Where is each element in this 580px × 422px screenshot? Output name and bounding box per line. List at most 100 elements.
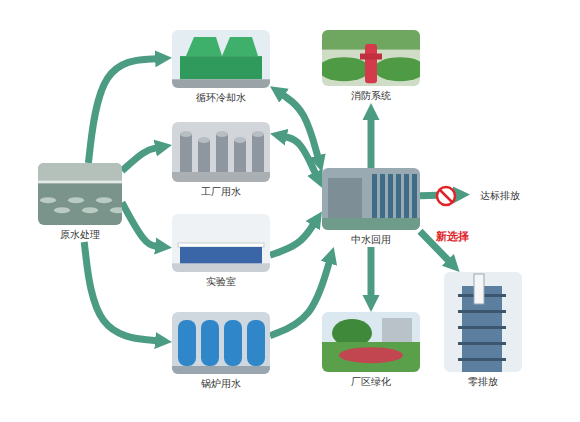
photo-node: 锅炉用水 (172, 312, 270, 391)
photo-node: 实验室 (172, 214, 270, 289)
foam (40, 197, 56, 203)
foam (54, 207, 70, 213)
bush (322, 57, 370, 81)
rack (328, 178, 362, 218)
tank (180, 134, 192, 172)
flow-arrow (270, 261, 329, 335)
hall (172, 122, 270, 182)
platform (458, 358, 506, 361)
tank-top (252, 131, 264, 137)
no-entry-slash (440, 190, 452, 202)
tank-top (216, 131, 228, 137)
photo-node: 原水处理 (38, 163, 122, 242)
water-surface (38, 163, 122, 225)
evaporator (474, 274, 484, 304)
membrane-tube (372, 174, 377, 218)
sky (322, 312, 420, 372)
photo-node: 消防系统 (322, 30, 420, 103)
node-label: 中水回用 (322, 233, 420, 247)
photo-node: 零排放 (444, 272, 522, 389)
membrane-tube (412, 174, 417, 218)
tank (247, 320, 265, 366)
node-label: 循环冷却水 (172, 91, 270, 105)
node-label: 实验室 (172, 275, 270, 289)
floor (322, 218, 420, 230)
photo-illustration (172, 122, 270, 182)
flow-arrow (122, 148, 157, 171)
tank-top (234, 137, 246, 143)
bench-top (178, 243, 264, 247)
flow-arrow (270, 224, 314, 255)
floor (172, 366, 270, 374)
text-node: 达标排放 (470, 186, 530, 203)
photo-illustration (38, 163, 122, 225)
flow-arrow (88, 59, 157, 163)
tank (216, 134, 228, 172)
room (172, 312, 270, 374)
platform (458, 310, 506, 313)
photo-scene (172, 312, 270, 374)
tower-fan (186, 37, 222, 56)
room (322, 168, 420, 230)
sky (444, 272, 522, 372)
flow-arrow (84, 242, 157, 341)
flow-arrow (122, 203, 157, 247)
node-label: 零排放 (444, 375, 522, 389)
sky (172, 30, 270, 88)
tank (201, 320, 219, 366)
foam (82, 207, 98, 213)
flow-arrow (368, 118, 375, 168)
photo-illustration (322, 30, 420, 86)
tank-top (198, 137, 210, 143)
tank (178, 320, 196, 366)
node-label: 厂区绿化 (322, 375, 420, 389)
tower-body (180, 56, 262, 79)
tank (198, 140, 210, 172)
photo-node: 工厂用水 (172, 122, 270, 199)
foam (68, 197, 84, 203)
photo-scene (38, 163, 122, 225)
tank (252, 134, 264, 172)
tower-fan (222, 37, 258, 56)
flow-arrow (285, 137, 316, 174)
membrane-tube (388, 174, 393, 218)
tank (224, 320, 242, 366)
building (382, 318, 412, 342)
photo-illustration (172, 214, 270, 272)
photo-scene (322, 312, 420, 372)
tank-wall (38, 163, 122, 180)
membrane-tube (404, 174, 409, 218)
hydrant-body (365, 44, 377, 83)
platform (458, 326, 506, 329)
tank-top (180, 131, 192, 137)
foam (96, 197, 112, 203)
tank (234, 140, 246, 172)
no-entry-ring (437, 187, 455, 205)
hydrant-arm (360, 54, 382, 60)
flow-arrow (282, 95, 318, 158)
bench (180, 247, 262, 264)
photo-illustration (172, 312, 270, 374)
node-label: 工厂用水 (172, 185, 270, 199)
floor (172, 263, 270, 272)
foam (110, 207, 122, 213)
flow-arrow (420, 191, 455, 199)
flowerbed (339, 347, 403, 363)
photo-scene (172, 30, 270, 88)
photo-scene (322, 30, 420, 86)
photo-node: 厂区绿化 (322, 312, 420, 389)
node-label: 原水处理 (38, 228, 122, 242)
photo-scene (322, 168, 420, 230)
node-label: 消防系统 (322, 89, 420, 103)
no-entry-sign (437, 187, 455, 205)
photo-node: 循环冷却水 (172, 30, 270, 105)
membrane-tube (380, 174, 385, 218)
callout-label: 新选择 (436, 229, 469, 244)
photo-scene (172, 214, 270, 272)
photo-scene (172, 122, 270, 182)
photo-illustration (444, 272, 522, 372)
ground (172, 79, 270, 88)
lawn (322, 342, 420, 372)
bush (374, 57, 420, 81)
